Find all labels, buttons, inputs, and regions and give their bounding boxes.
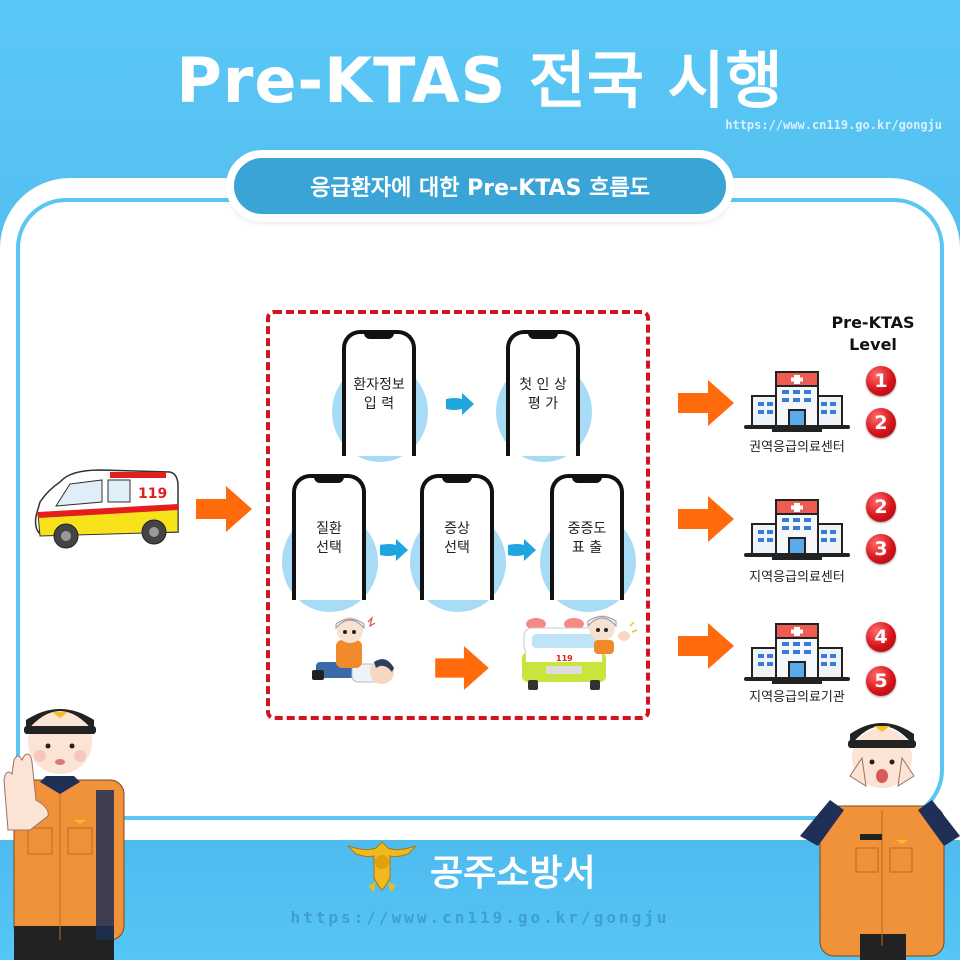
svg-text:119: 119: [138, 486, 167, 502]
flow-step-patient-info: 환자정보 입 력: [342, 330, 416, 456]
firefighter-stop-gesture-illustration: [3, 709, 125, 960]
level-badge: 2: [866, 492, 896, 522]
level-badge: 2: [866, 408, 896, 438]
svg-text:119: 119: [556, 654, 573, 663]
flow-step-disease-select: 질환 선택: [292, 474, 366, 600]
hospital-icon: [744, 623, 850, 684]
ambulance-icon: 119: [34, 469, 179, 549]
header-url: https://www.cn119.go.kr/gongju: [725, 118, 942, 132]
hospital-icon: [744, 371, 850, 432]
arrow-right-icon: [678, 496, 734, 542]
blue-arrow-right-icon: [508, 539, 536, 561]
firefighter-shouting-illustration: [800, 723, 960, 960]
level-badge: 3: [866, 534, 896, 564]
flow-step-first-impression: 첫 인 상 평 가: [506, 330, 580, 456]
blue-arrow-right-icon: [380, 539, 408, 561]
arrow-right-icon: [196, 486, 252, 532]
flow-step-symptom-select: 증상 선택: [420, 474, 494, 600]
ambulance-with-paramedic-illustration: 119: [522, 615, 638, 690]
pre-ktas-level-title: Pre-KTAS Level: [831, 313, 915, 354]
paramedic-treating-patient-illustration: [312, 616, 394, 684]
level-badge: 4: [866, 622, 896, 652]
org-name: 공주소방서: [430, 853, 596, 894]
flow-step-label: 환자정보 입 력: [353, 377, 405, 412]
flow-step-label: 증상 선택: [444, 521, 470, 556]
footer-url: https://www.cn119.go.kr/gongju: [290, 908, 670, 927]
hospital-label: 지역응급의료센터: [749, 570, 845, 585]
arrow-right-icon: [678, 623, 734, 669]
fire-department-emblem-icon: [347, 841, 417, 892]
arrow-right-icon: [435, 646, 489, 690]
page-title: Pre-KTAS 전국 시행: [176, 44, 784, 117]
hospital-label: 지역응급의료기관: [749, 690, 845, 705]
level-badge: 1: [866, 366, 896, 396]
level-badge: 5: [866, 666, 896, 696]
flow-step-label: 질환 선택: [316, 521, 342, 556]
flow-step-label: 중증도 표 출: [567, 521, 607, 556]
flow-step-severity-result: 중증도 표 출: [550, 474, 624, 600]
arrow-right-icon: [678, 380, 734, 426]
blue-arrow-right-icon: [446, 393, 474, 415]
flowchart-title-pill: 응급환자에 대한 Pre-KTAS 흐름도: [226, 150, 734, 222]
flow-step-label: 첫 인 상 평 가: [519, 377, 567, 412]
flow-process-box: [266, 310, 650, 720]
flowchart-title: 응급환자에 대한 Pre-KTAS 흐름도: [310, 176, 650, 201]
hospital-icon: [744, 499, 850, 560]
hospital-label: 권역응급의료센터: [749, 440, 845, 455]
